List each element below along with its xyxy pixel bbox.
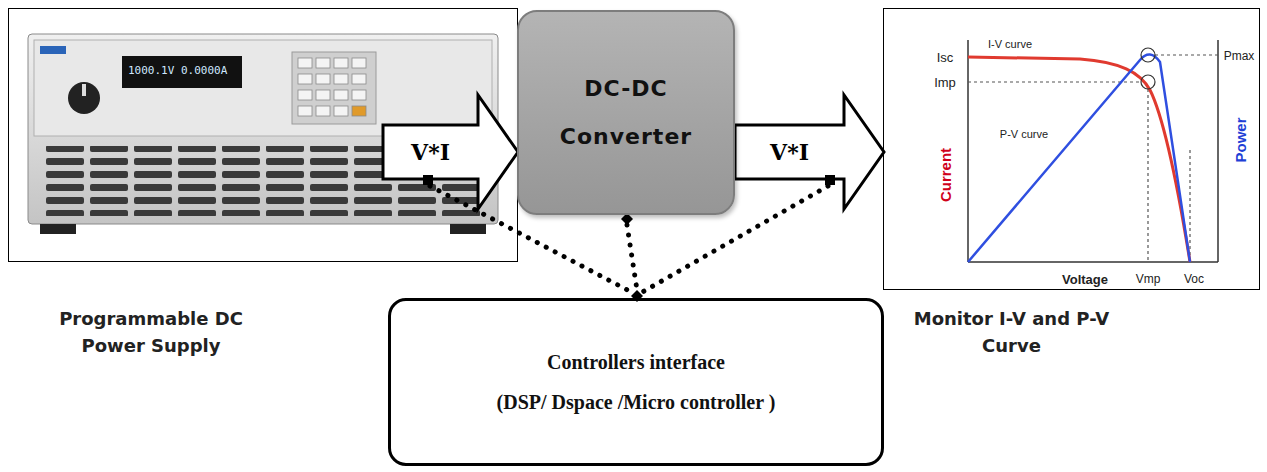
- axis-mark: Voc: [1184, 272, 1204, 286]
- axis-title: Voltage: [1062, 272, 1108, 287]
- arrow-label: V*I: [770, 139, 809, 165]
- panel-caption: Programmable DC Power Supply: [46, 305, 256, 359]
- panel-caption: Monitor I-V and P-V Curve: [909, 305, 1114, 359]
- power-flow-arrow: [383, 95, 518, 209]
- box-text: DC-DC Converter: [539, 65, 713, 161]
- display-readout: 1000.1V 0.0000A: [128, 64, 227, 77]
- curve-name: P-V curve: [1000, 128, 1048, 140]
- iv-pv-chart: [968, 40, 1218, 262]
- controller-box: Controllers interface (DSP/ Dspace /Micro…: [388, 298, 884, 466]
- power-flow-arrow: [735, 95, 884, 209]
- box-text: (DSP/ Dspace /Micro controller ): [497, 389, 776, 415]
- arrow-label: V*I: [411, 139, 450, 165]
- axis-mark: Pmax: [1224, 49, 1255, 63]
- box-text: Controllers interface: [547, 349, 725, 375]
- power-supply-panel: Programmable DC Power Supply: [8, 8, 518, 262]
- converter-box: DC-DC Converter: [517, 10, 735, 215]
- axis-mark: Vmp: [1136, 272, 1161, 286]
- axis-title: Current: [937, 148, 954, 202]
- axis-mark: Isc: [937, 50, 954, 65]
- axis-mark: Imp: [934, 75, 956, 90]
- curve-name: I-V curve: [988, 38, 1032, 50]
- control-link: [621, 213, 643, 302]
- axis-title: Power: [1232, 117, 1249, 162]
